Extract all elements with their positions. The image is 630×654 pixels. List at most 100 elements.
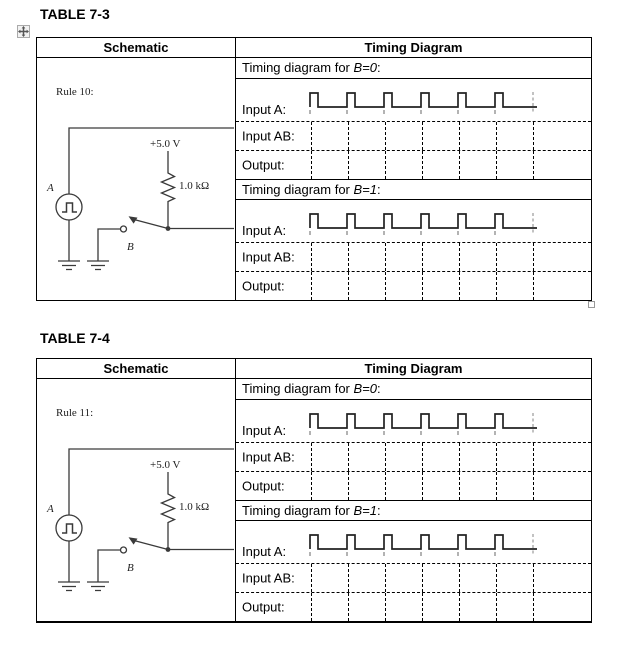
circuit-schematic: Rule 10: A +5.0 V 1.0 kΩ B <box>46 86 234 271</box>
output-label: Output: <box>242 478 287 494</box>
grid-line <box>385 564 386 592</box>
timing-column: Timing diagram for B=0: Input A: Input A… <box>236 379 591 621</box>
grid-line <box>533 272 534 300</box>
timing-row-output[interactable]: Output: <box>236 471 591 500</box>
table-7-3: Schematic Timing Diagram <box>36 37 592 301</box>
grid-line <box>533 564 534 592</box>
grid-line <box>385 243 386 271</box>
timing-row-output[interactable]: Output: <box>236 592 591 621</box>
grid-line <box>459 151 460 179</box>
grid-line <box>496 443 497 471</box>
grid-line <box>422 564 423 592</box>
grid-line <box>348 443 349 471</box>
switch-blade <box>133 218 169 230</box>
header-timing-diagram: Timing Diagram <box>364 40 463 55</box>
switch-label: B <box>127 562 134 574</box>
grid-line <box>422 122 423 150</box>
grid-line <box>422 272 423 300</box>
output-label: Output: <box>242 599 287 615</box>
caption-variable: B=0 <box>353 381 378 396</box>
grid-line <box>348 472 349 500</box>
grid-line <box>422 593 423 621</box>
ground-symbol-2 <box>87 581 109 592</box>
grid-line <box>311 243 312 271</box>
supply-label: +5.0 V <box>150 459 181 471</box>
wire-switch-to-ground <box>97 228 120 261</box>
grid-line <box>459 443 460 471</box>
grid-line <box>311 564 312 592</box>
grid-line <box>385 443 386 471</box>
caption-suffix: : <box>377 182 381 197</box>
table-header-row: Schematic Timing Diagram <box>37 359 591 379</box>
header-timing-diagram: Timing Diagram <box>364 361 463 376</box>
output-label: Output: <box>242 157 287 173</box>
grid-line <box>311 151 312 179</box>
grid-line <box>533 593 534 621</box>
grid-line <box>533 443 534 471</box>
grid-line <box>348 151 349 179</box>
grid-line <box>311 272 312 300</box>
timing-row-output[interactable]: Output: <box>236 271 591 300</box>
grid-line <box>496 593 497 621</box>
table-title: TABLE 7-3 <box>40 6 110 22</box>
grid-line <box>459 272 460 300</box>
grid-line <box>459 472 460 500</box>
caption-variable: B=1 <box>353 182 378 197</box>
grid-line <box>348 564 349 592</box>
caption-suffix: : <box>377 381 381 396</box>
caption-variable: B=0 <box>353 60 378 75</box>
grid-line <box>496 272 497 300</box>
grid-line <box>533 243 534 271</box>
input-ab-label: Input AB: <box>242 128 297 144</box>
caption-text: Timing diagram for <box>242 60 354 75</box>
source-label: A <box>46 503 54 515</box>
pulse-glyph <box>62 523 77 534</box>
resistor-label: 1.0 kΩ <box>179 501 209 513</box>
grid-line <box>496 151 497 179</box>
grid-line <box>385 122 386 150</box>
header-schematic: Schematic <box>37 359 236 378</box>
caption-b1: Timing diagram for B=1: <box>236 179 591 200</box>
ground-symbol-1 <box>58 581 80 592</box>
pulse-source-symbol <box>55 193 83 221</box>
input-a-waveform <box>309 213 537 235</box>
grid-line <box>422 472 423 500</box>
timing-row-input-ab[interactable]: Input AB: <box>236 242 591 271</box>
switch-contact <box>119 546 128 554</box>
grid-line <box>348 243 349 271</box>
timing-row-input-ab[interactable]: Input AB: <box>236 442 591 471</box>
table-title: TABLE 7-4 <box>40 330 110 346</box>
grid-line <box>385 272 386 300</box>
caption-suffix: : <box>377 503 381 518</box>
timing-row-input-ab[interactable]: Input AB: <box>236 563 591 592</box>
grid-line <box>496 122 497 150</box>
output-label: Output: <box>242 278 287 294</box>
switch-label: B <box>127 241 134 253</box>
grid-line <box>459 593 460 621</box>
wire-switch-to-ground <box>97 549 120 582</box>
grid-line <box>496 472 497 500</box>
source-label: A <box>46 182 54 194</box>
grid-line <box>385 593 386 621</box>
caption-b0: Timing diagram for B=0: <box>236 379 591 400</box>
grid-line <box>348 122 349 150</box>
grid-line <box>311 443 312 471</box>
grid-line <box>459 243 460 271</box>
grid-line <box>422 243 423 271</box>
input-a-waveform <box>309 413 537 435</box>
timing-row-input-ab[interactable]: Input AB: <box>236 121 591 150</box>
grid-line <box>422 443 423 471</box>
caption-b1: Timing diagram for B=1: <box>236 500 591 521</box>
timing-row-output[interactable]: Output: <box>236 150 591 179</box>
wire-top <box>68 127 234 194</box>
table-resize-handle[interactable] <box>588 301 595 308</box>
grid-line <box>311 593 312 621</box>
grid-line <box>459 122 460 150</box>
grid-line <box>422 151 423 179</box>
input-a-waveform <box>309 534 537 556</box>
wire-top <box>68 448 234 515</box>
table-move-handle[interactable] <box>17 25 30 38</box>
input-a-label: Input A: <box>242 223 287 238</box>
switch-arrowhead <box>128 537 138 545</box>
input-a-label: Input A: <box>242 544 287 559</box>
